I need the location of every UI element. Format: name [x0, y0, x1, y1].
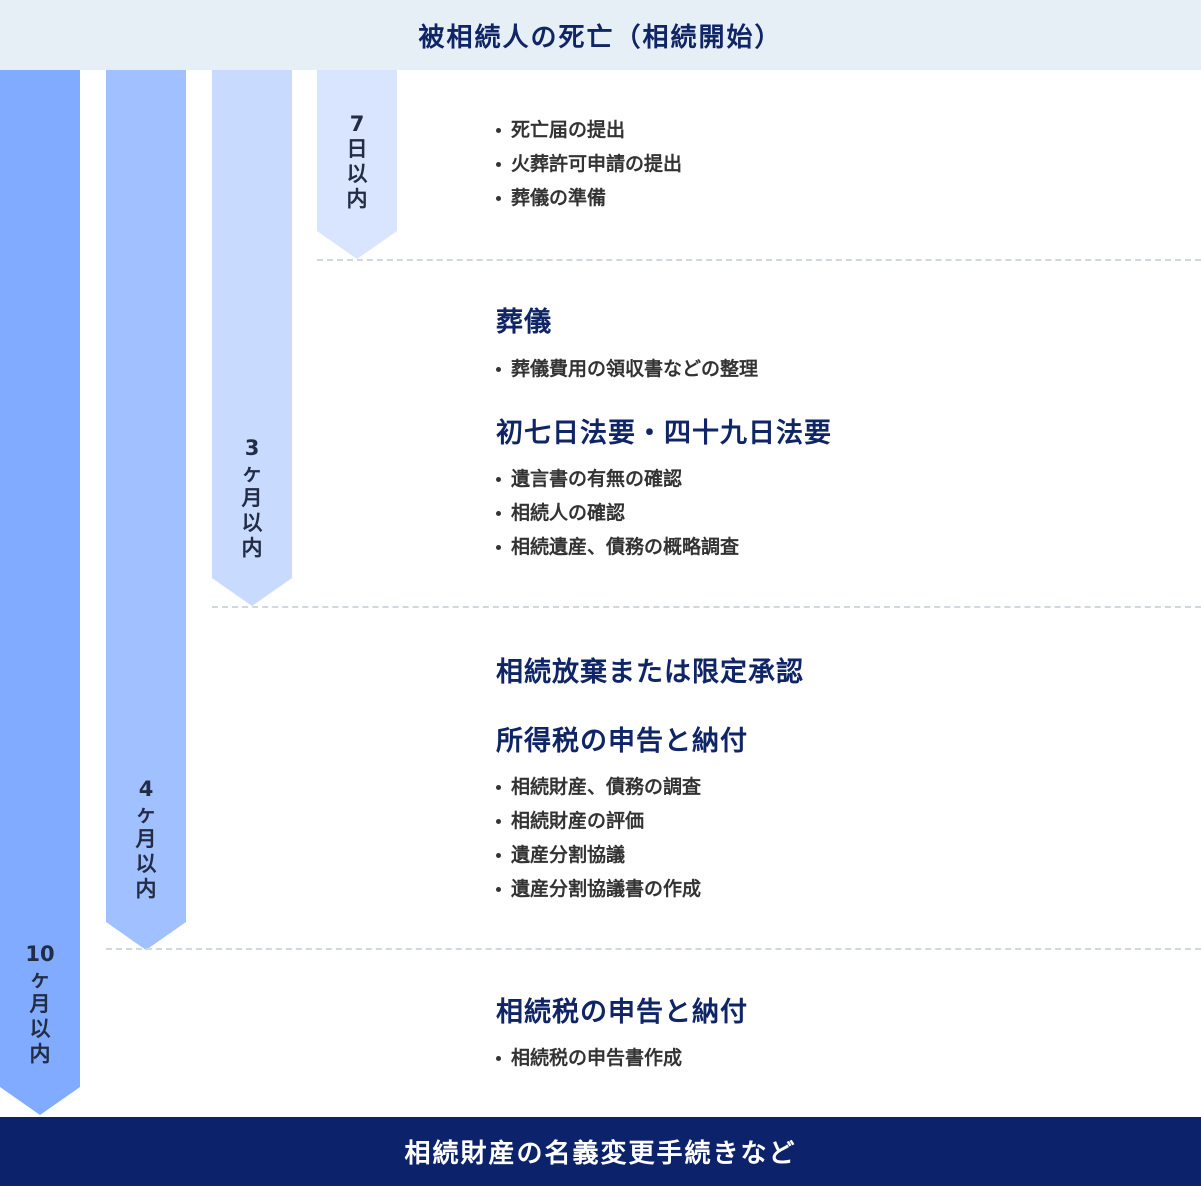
section-heading: 所得税の申告と納付: [496, 726, 748, 757]
start-banner-title: 被相続人の死亡（相続開始）: [418, 22, 783, 53]
completion-banner: 相続財産の名義変更手続きなど: [0, 1117, 1201, 1186]
section-memorial: 初七日法要・四十九日法要 遺言書の有無の確認 相続人の確認 相続遺産、債務の概略…: [496, 417, 832, 564]
label-7-days: 7 日 以 内: [346, 112, 368, 211]
section-income-tax: 所得税の申告と納付 相続財産、債務の調査 相続財産の評価 遺産分割協議 遺産分割…: [496, 725, 748, 906]
bar-4-months: [106, 70, 186, 950]
section-heading: 相続放棄または限定承認: [496, 657, 804, 688]
list-item: 相続人の確認: [496, 496, 832, 530]
divider-3-months: [212, 606, 1201, 608]
list-item: 遺言書の有無の確認: [496, 462, 832, 496]
section-7-days-list: 死亡届の提出 火葬許可申請の提出 葬儀の準備: [496, 113, 682, 215]
list-item: 相続財産、債務の調査: [496, 770, 748, 804]
completion-banner-title: 相続財産の名義変更手続きなど: [404, 1139, 797, 1169]
divider-7-days: [317, 259, 1201, 261]
section-renounce: 相続放棄または限定承認: [496, 656, 804, 690]
bar-7-days: [317, 70, 397, 259]
start-banner: 被相続人の死亡（相続開始）: [0, 0, 1201, 70]
section-income-tax-list: 相続財産、債務の調査 相続財産の評価 遺産分割協議 遺産分割協議書の作成: [496, 770, 748, 906]
section-heading: 初七日法要・四十九日法要: [496, 418, 832, 449]
bar-10-months: [0, 70, 80, 1115]
list-item: 死亡届の提出: [496, 113, 682, 147]
list-item: 相続遺産、債務の概略調査: [496, 530, 832, 564]
section-heading: 葬儀: [496, 307, 552, 338]
section-funeral: 葬儀 葬儀費用の領収書などの整理: [496, 306, 758, 386]
divider-4-months: [106, 948, 1201, 950]
list-item: 相続財産の評価: [496, 804, 748, 838]
section-heading: 相続税の申告と納付: [496, 997, 748, 1028]
section-inheritance-tax: 相続税の申告と納付 相続税の申告書作成: [496, 996, 748, 1075]
list-item: 遺産分割協議書の作成: [496, 872, 748, 906]
label-3-months: 3 ヶ 月 以 内: [241, 436, 263, 560]
section-memorial-list: 遺言書の有無の確認 相続人の確認 相続遺産、債務の概略調査: [496, 462, 832, 564]
label-10-months: 10 ヶ 月 以 内: [25, 942, 55, 1066]
list-item: 火葬許可申請の提出: [496, 147, 682, 181]
section-inheritance-tax-list: 相続税の申告書作成: [496, 1041, 748, 1075]
bar-3-months: [212, 70, 292, 606]
section-7-days: 死亡届の提出 火葬許可申請の提出 葬儀の準備: [496, 113, 682, 215]
list-item: 相続税の申告書作成: [496, 1041, 748, 1075]
section-funeral-list: 葬儀費用の領収書などの整理: [496, 352, 758, 386]
list-item: 葬儀費用の領収書などの整理: [496, 352, 758, 386]
label-4-months: 4 ヶ 月 以 内: [135, 777, 157, 901]
list-item: 遺産分割協議: [496, 838, 748, 872]
list-item: 葬儀の準備: [496, 181, 682, 215]
